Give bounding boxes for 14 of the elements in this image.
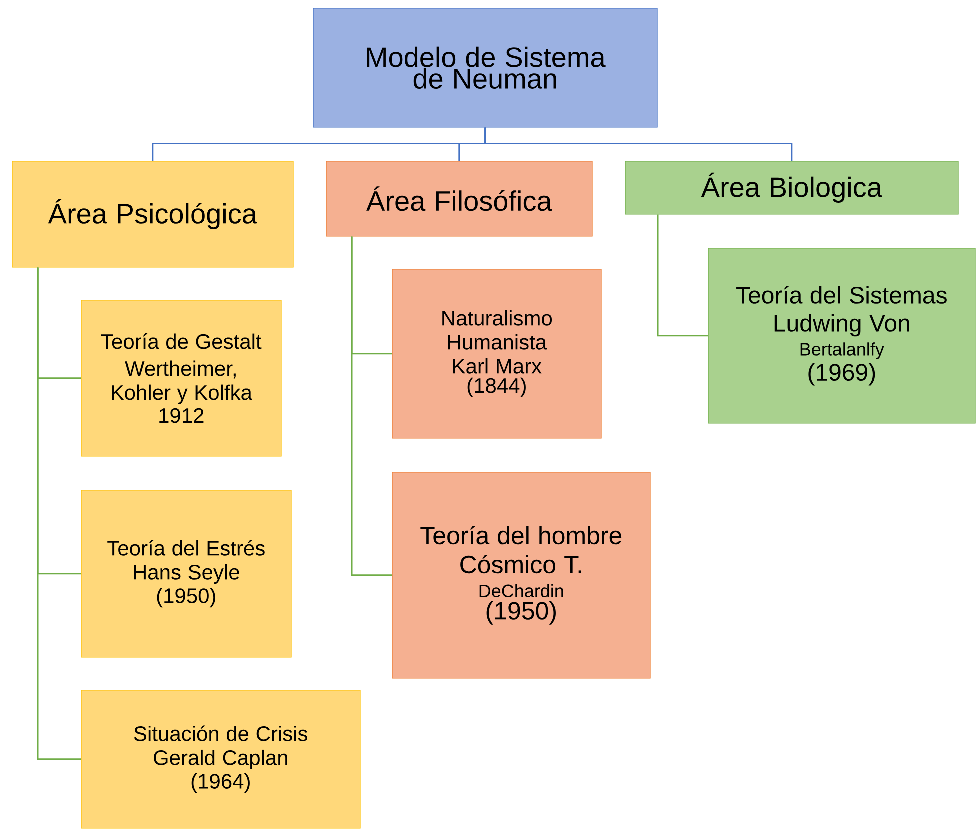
theory-box: Situación de Crisis Gerald Caplan (1964): [81, 690, 361, 829]
category-box: Área Filosófica: [326, 161, 593, 237]
category-box: Área Psicológica: [12, 161, 294, 268]
theory-box: Teoría del hombre Cósmico T. DeChardin (1950): [392, 472, 651, 679]
connector-line: [351, 236, 392, 576]
theory-box: Naturalismo Humanista Karl Marx (1844): [392, 269, 602, 439]
category-box: Área Biologica: [625, 161, 959, 215]
connector-line: [484, 128, 793, 161]
title-box: Modelo de Sistema de Neuman: [313, 8, 658, 128]
connector-line: [37, 268, 81, 760]
theory-box: Teoría del Sistemas Ludwing Von Bertalanlfy (1969): [708, 248, 976, 424]
theory-box: Teoría del Estrés Hans Seyle (1950): [81, 490, 292, 658]
theory-box: Teoría de Gestalt Wertheimer, Kohler y Kolfka 1912: [81, 300, 282, 457]
connector-line: [657, 214, 708, 337]
